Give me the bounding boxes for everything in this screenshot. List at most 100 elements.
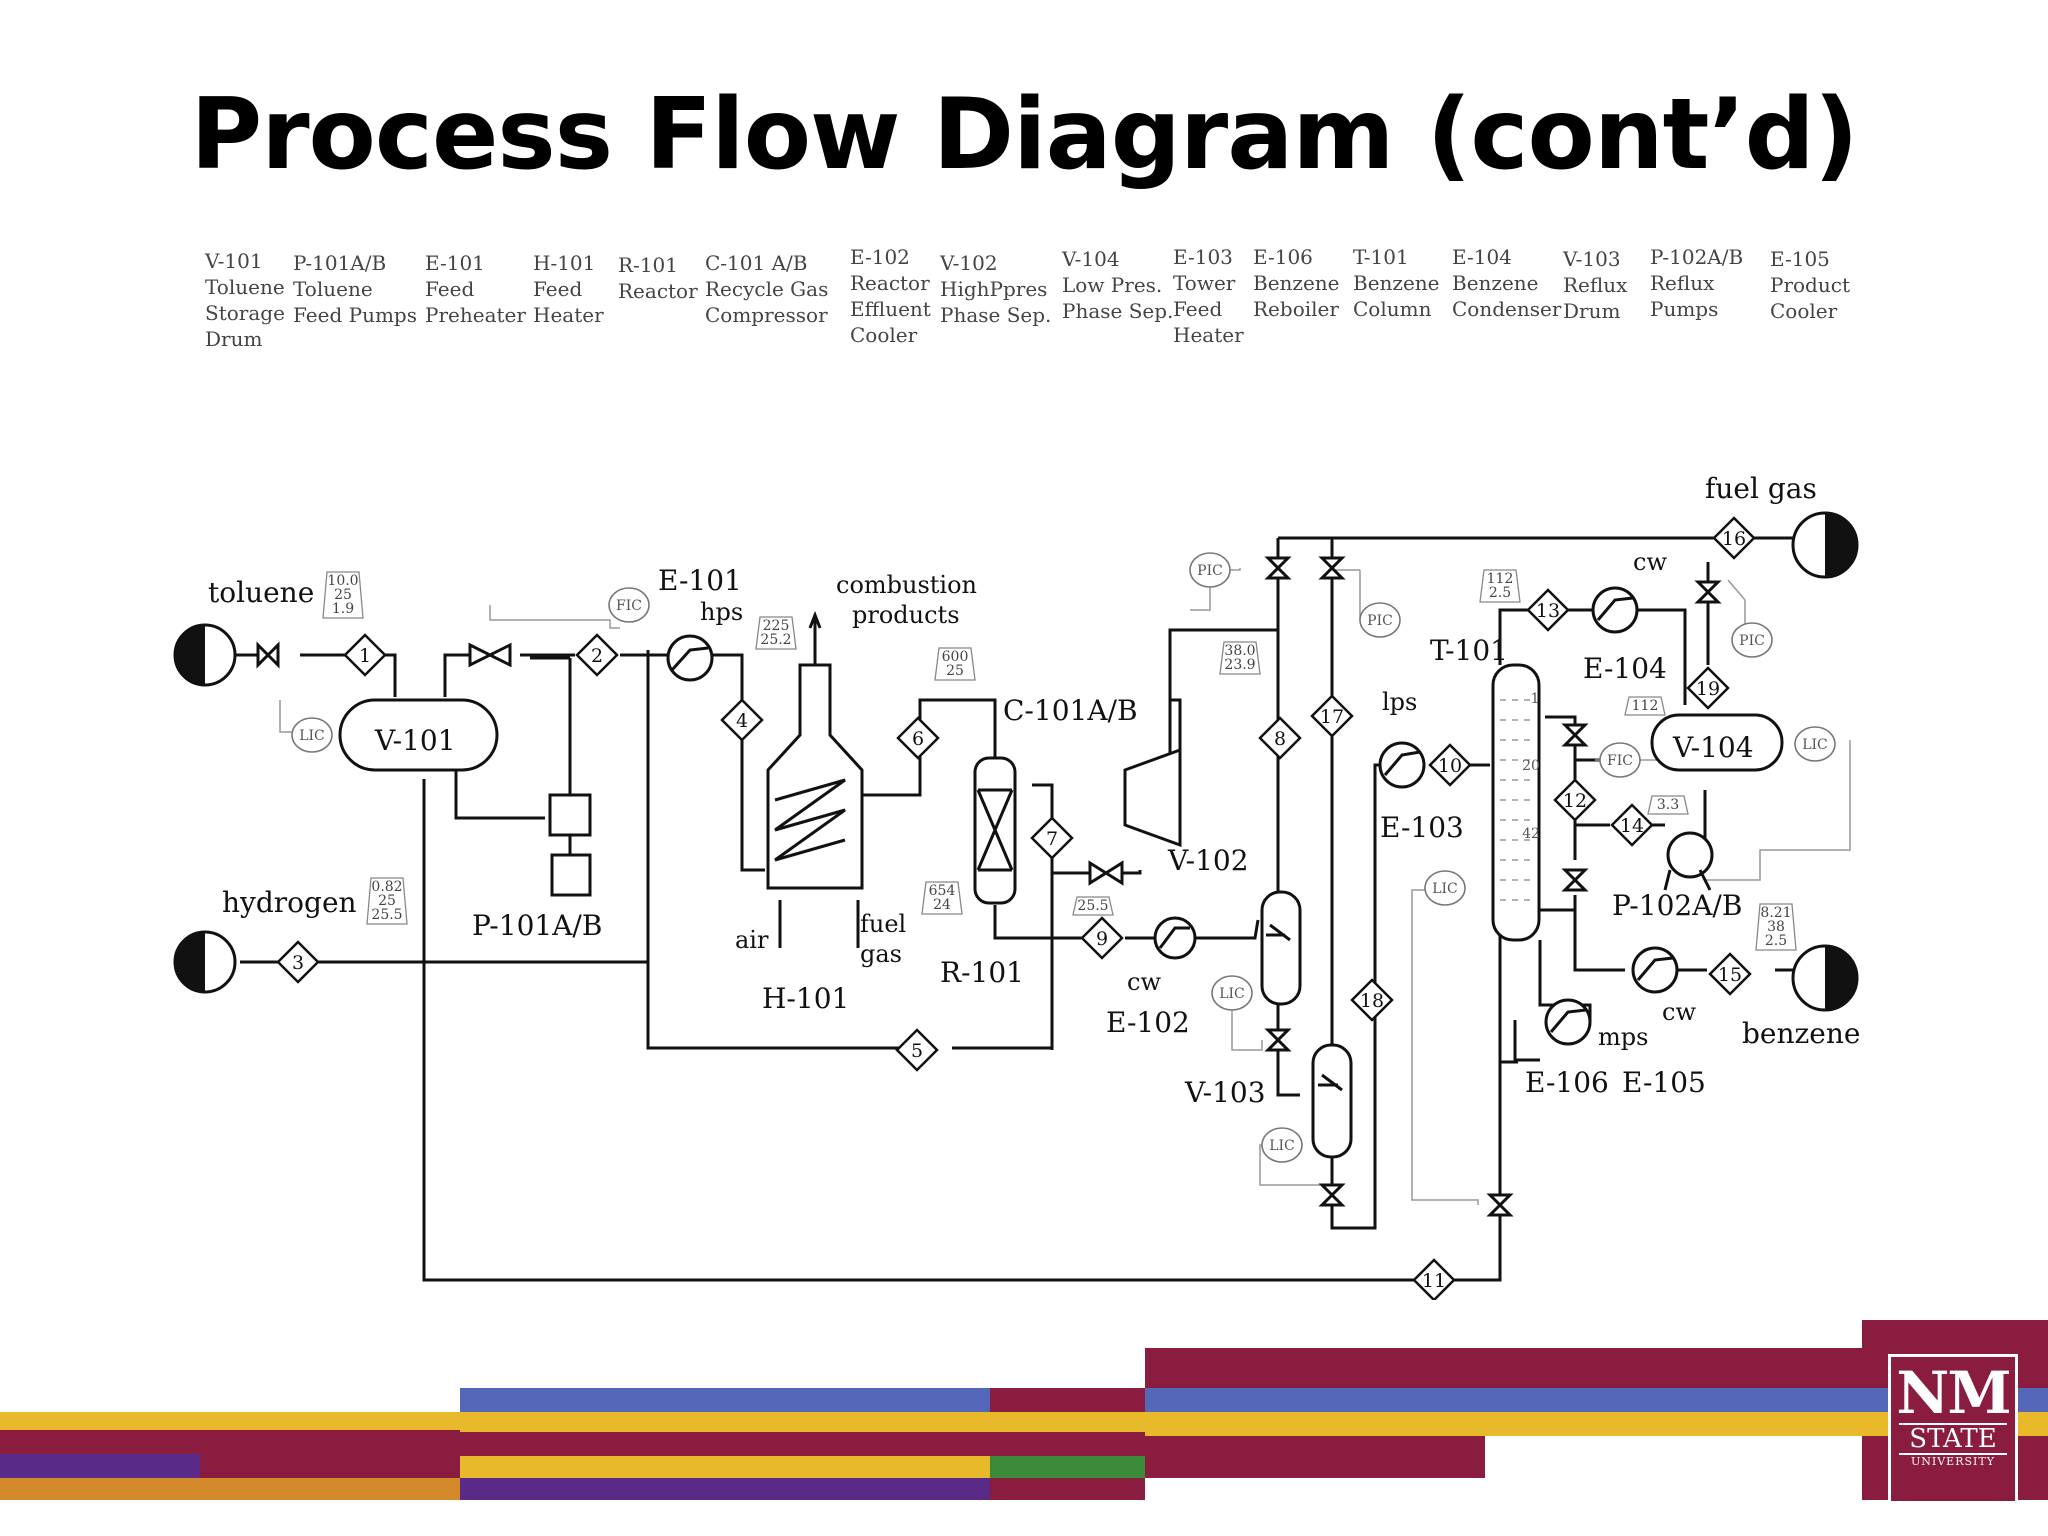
label-benzene: benzene <box>1742 1017 1860 1050</box>
condition-value: 8.21 <box>1760 905 1791 921</box>
legend-desc: Toluene <box>205 275 285 299</box>
label-p101: P-101A/B <box>472 909 602 942</box>
legend-desc: Feed <box>533 277 583 301</box>
instrument-tag: PIC <box>1197 563 1223 579</box>
label-t101: T-101 <box>1430 634 1508 667</box>
label-v104: V-104 <box>1672 731 1754 764</box>
diagram-labels: toluene hydrogen fuel gas benzene V-101 … <box>208 472 1860 1109</box>
label-combustion: combustion <box>836 571 977 599</box>
label-fuel-gas: fuel gas <box>1705 472 1817 505</box>
legend-desc: Cooler <box>1770 299 1838 323</box>
e101-exchanger <box>666 634 714 682</box>
stream-marker: 10 <box>1428 743 1472 787</box>
label-h101: H-101 <box>762 982 849 1015</box>
legend-desc: Reactor <box>618 279 698 303</box>
stream-marker: 8 <box>1258 716 1302 760</box>
stream-number: 2 <box>591 645 603 667</box>
condition-value: 0.82 <box>371 879 402 895</box>
legend-desc: Benzene <box>1452 271 1539 295</box>
stream-marker: 4 <box>720 698 764 742</box>
condition-value: 1.9 <box>332 601 354 617</box>
label-e103: E-103 <box>1380 811 1464 844</box>
instrument-bubble: FIC <box>1599 742 1641 778</box>
condition-value: 225 <box>763 618 790 634</box>
legend-desc: Feed <box>1173 297 1223 321</box>
legend-tag: V-101 <box>205 249 263 273</box>
instrument-bubble: LIC <box>1261 1127 1303 1163</box>
legend-desc: Compressor <box>705 303 828 327</box>
label-v101: V-101 <box>374 724 456 757</box>
label-v102: V-102 <box>1167 844 1249 877</box>
nm-state-logo: NM STATE UNIVERSITY <box>1888 1354 2018 1504</box>
instrument-tag: LIC <box>1219 986 1245 1002</box>
instrument-bubble: PIC <box>1189 552 1231 588</box>
tray-1: 1 <box>1531 691 1540 707</box>
legend-desc: Drum <box>205 327 263 351</box>
stream-number: 11 <box>1422 1270 1446 1292</box>
label-e105: E-105 <box>1622 1066 1706 1099</box>
stream-number: 7 <box>1046 828 1058 850</box>
legend-desc: Condenser <box>1452 297 1562 321</box>
instrument-tag: LIC <box>1802 737 1828 753</box>
condition-value: 25 <box>334 587 352 603</box>
legend-desc: Product <box>1770 273 1850 297</box>
legend-tag: E-101 <box>425 251 485 275</box>
stream-marker: 2 <box>575 633 619 677</box>
stream-number: 18 <box>1360 990 1384 1012</box>
stream-marker: 17 <box>1310 694 1354 738</box>
t101-column <box>1491 663 1541 942</box>
stream-number: 12 <box>1563 790 1587 812</box>
stream-number: 4 <box>736 710 748 732</box>
instrument-tag: FIC <box>1607 753 1633 769</box>
stream-marker: 11 <box>1412 1258 1456 1300</box>
label-hps: hps <box>700 598 743 626</box>
condition-flag: 3.3 <box>1647 795 1689 815</box>
stream-marker: 5 <box>895 1028 939 1072</box>
legend-desc: Recycle Gas <box>705 277 829 301</box>
instrument-tag: LIC <box>299 728 325 744</box>
v101-drum <box>338 698 499 772</box>
label-mps: mps <box>1598 1023 1648 1051</box>
fuel-gas-terminal <box>1791 511 1859 579</box>
legend-desc: Heater <box>1173 323 1244 347</box>
label-r101: R-101 <box>940 956 1024 989</box>
instrument-bubble: FIC <box>608 587 650 623</box>
feed-terminals <box>173 511 1859 1012</box>
legend-tag: E-103 <box>1173 245 1233 269</box>
h101-heater <box>766 663 864 890</box>
p102-pump <box>1666 831 1714 879</box>
legend-tag: P-101A/B <box>293 251 387 275</box>
legend-desc: Phase Sep. <box>1062 299 1174 323</box>
stream-number: 16 <box>1722 528 1746 550</box>
instrument-tag: PIC <box>1739 633 1765 649</box>
condition-value: 25 <box>946 663 964 679</box>
valves <box>256 556 1722 1217</box>
label-e104: E-104 <box>1583 652 1667 685</box>
instrument-tag: LIC <box>1269 1138 1295 1154</box>
condition-value: 112 <box>1632 698 1659 714</box>
label-p102: P-102A/B <box>1612 889 1742 922</box>
legend-tag: H-101 <box>533 251 596 275</box>
logo-nm: NM <box>1896 1359 2011 1427</box>
legend-tag: C-101 A/B <box>705 251 808 275</box>
label-e106: E-106 <box>1525 1066 1609 1099</box>
condition-flag: 38.023.9 <box>1219 641 1261 675</box>
label-e101: E-101 <box>658 564 742 597</box>
